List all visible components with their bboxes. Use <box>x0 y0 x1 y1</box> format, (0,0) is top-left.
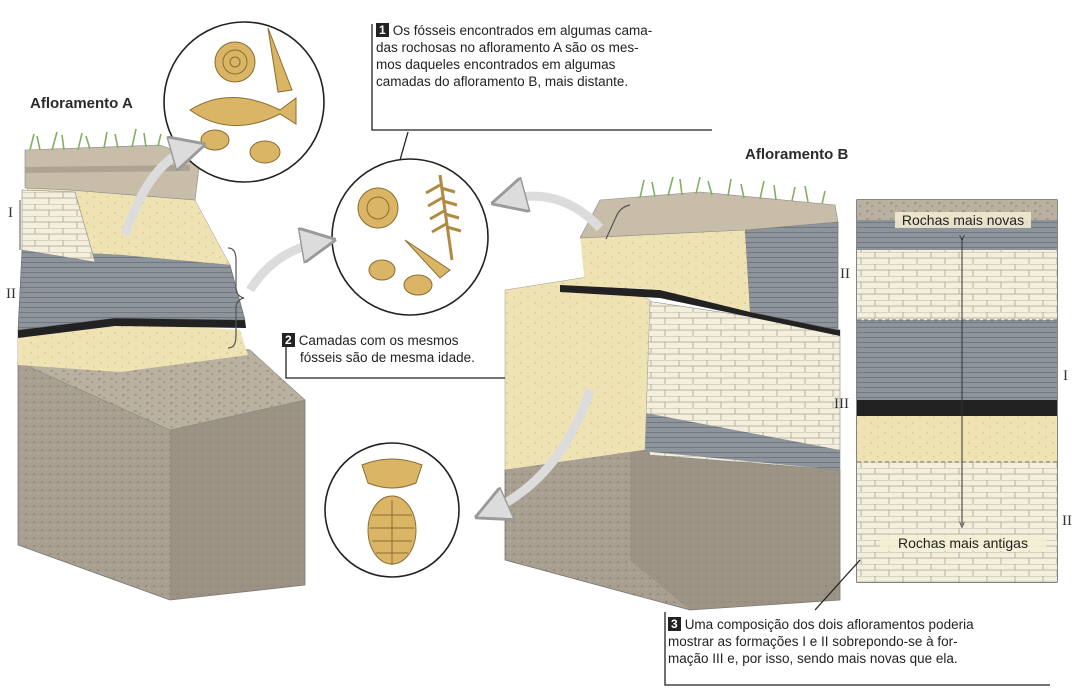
ammonite-icon <box>358 188 398 228</box>
fossil-circle-top-left <box>164 22 324 182</box>
composite-side-label-ii: II <box>1062 513 1072 530</box>
trilobite-fragment-icon <box>201 130 229 150</box>
callout-1-number: 1 <box>376 23 389 37</box>
composite-column <box>857 200 1057 582</box>
callout-1-line-3: mos daqueles encontrados em algumas <box>376 57 615 72</box>
ammonite-icon <box>215 42 255 82</box>
outcrop-b-formation-iii-label: III <box>834 396 849 413</box>
callout-3-line-2: mostrar as formações I e II sobrepondo-s… <box>668 634 958 649</box>
outcrop-b-formation-ii-layer <box>745 222 838 330</box>
callout-3-line-1: Uma composição dos dois afloramentos pod… <box>685 617 974 632</box>
fossil-circle-bottom <box>325 443 459 577</box>
callout-2-line-2: fósseis são de mesma idade. <box>282 350 475 365</box>
callout-2-number: 2 <box>282 333 295 347</box>
outcrop-a-formation-ii-label: II <box>6 286 16 303</box>
composite-side-label-i: I <box>1063 368 1068 385</box>
callout-2-line-1: Camadas com os mesmos <box>299 333 459 348</box>
callout-2: 2 Camadas com os mesmos fósseis são de me… <box>282 332 512 366</box>
callout-3: 3 Uma composição dos dois afloramentos po… <box>668 616 1068 667</box>
outcrop-a-block <box>18 129 305 600</box>
callout-3-number: 3 <box>668 617 681 631</box>
outcrop-b-formation-ii-label: II <box>840 266 850 283</box>
fossil-circle-center <box>332 159 488 315</box>
callout-1-line-4: camadas do afloramento B, mais distante. <box>376 74 628 89</box>
callout-3-line-3: mação III e, por isso, sendo mais novas … <box>668 651 958 666</box>
outcrop-b-title: Afloramento B <box>745 146 848 163</box>
outcrop-a-formation-i-label: I <box>8 205 13 222</box>
composite-top-label: Rochas mais novas <box>895 212 1031 228</box>
callout-1: 1 Os fósseis encontrados em algumas cama-… <box>376 22 716 90</box>
callout-1-line-2: das rochosas no afloramento A são os mes… <box>376 40 639 55</box>
brachiopod-icon <box>362 459 422 488</box>
outcrop-a-title: Afloramento A <box>30 95 133 112</box>
callout-1-line-1: Os fósseis encontrados em algumas cama- <box>393 23 653 38</box>
composite-bottom-label: Rochas mais antigas <box>880 535 1046 551</box>
outcrop-b-block <box>505 177 840 610</box>
